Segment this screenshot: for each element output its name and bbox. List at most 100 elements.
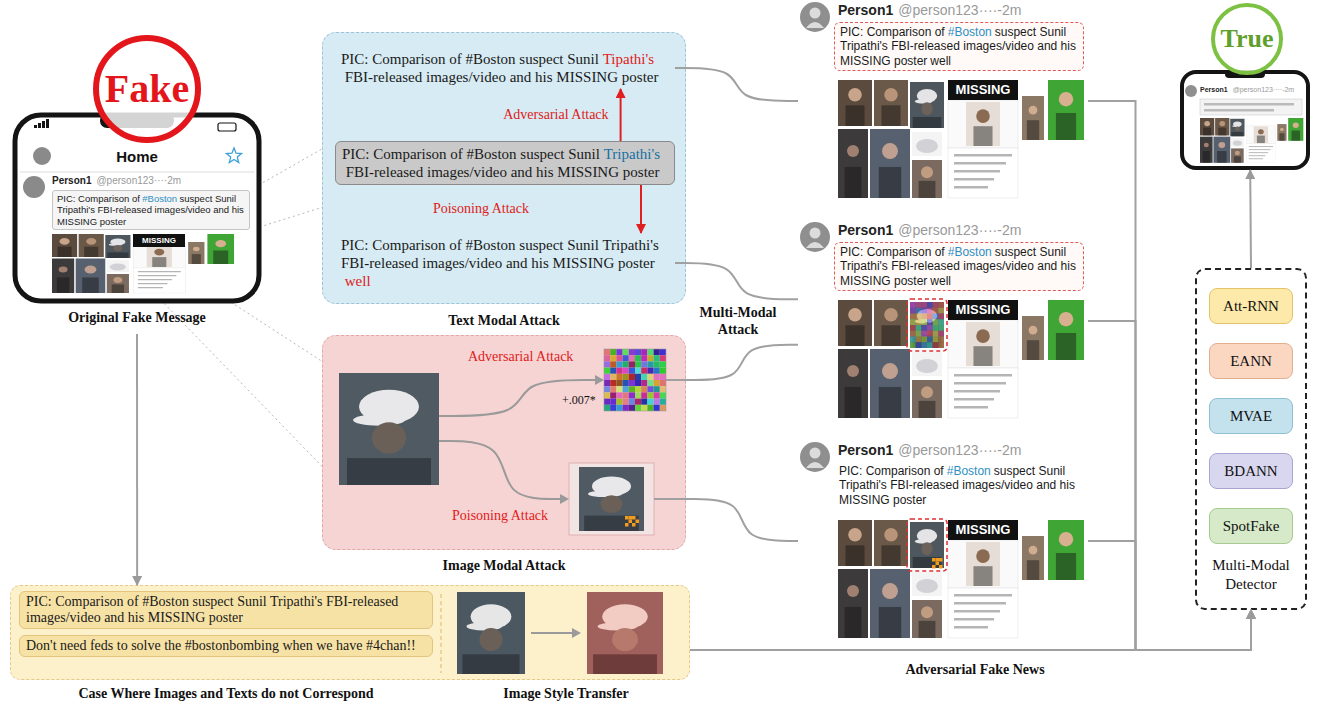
photo: [1231, 138, 1244, 147]
text-group: MISSING: [948, 520, 1018, 540]
model-name: BDANN: [1224, 463, 1277, 479]
text-group: Image Modal Attack: [323, 558, 685, 574]
body: [879, 167, 901, 198]
text-line: [954, 374, 1012, 377]
noise-pixel: [604, 380, 610, 386]
noise-pixel: [604, 349, 610, 355]
text-group: SpotFake: [1210, 509, 1292, 543]
noise-pixel: [927, 319, 933, 325]
text-group: Person1@person123····-2m: [1200, 86, 1294, 93]
user-name: Person1: [838, 442, 893, 458]
head: [848, 88, 862, 102]
body: [1217, 151, 1226, 163]
head: [60, 238, 70, 245]
body: [112, 284, 124, 293]
head: [882, 583, 898, 599]
divider-line: [20, 172, 254, 173]
noise-pixel: [616, 386, 622, 392]
body: [973, 346, 992, 366]
attack-marker: [907, 299, 947, 351]
arrowhead: [572, 628, 581, 638]
post-text: PIC: Comparison of: [840, 25, 945, 39]
post-text: #Boston: [142, 193, 177, 204]
body: [913, 117, 942, 128]
photo: [838, 80, 872, 126]
head: [976, 109, 990, 123]
shape-outline: [1180, 70, 1310, 170]
photo: [457, 592, 525, 674]
body: [1027, 120, 1039, 140]
body: [845, 387, 862, 418]
noise-pixel: [927, 325, 933, 331]
phone-frame: Person1@person123····-2m: [1180, 70, 1310, 170]
model-box: BDANN: [1209, 453, 1293, 489]
body: [919, 401, 936, 418]
photo: [1048, 80, 1084, 140]
connector: [136, 334, 138, 585]
photo: [874, 80, 908, 126]
post-text: well: [930, 54, 951, 68]
text-line: [954, 398, 994, 401]
noise-pixel: [635, 399, 641, 405]
noise-pixel: [933, 319, 939, 325]
post-text: well: [345, 272, 371, 290]
photo: [870, 349, 910, 418]
user-handle: @person123····2m: [96, 175, 181, 186]
avatar-icon: [1185, 85, 1197, 97]
panel-caption: Image Style Transfer: [503, 686, 628, 701]
text-group: EANN: [1210, 344, 1292, 378]
noise-frame: [604, 349, 666, 411]
text-line: [138, 283, 168, 284]
noise-pixel: [635, 386, 641, 392]
photo: [52, 234, 77, 257]
photo: [910, 522, 944, 568]
noise-pixel: [647, 361, 653, 367]
photo: [1048, 520, 1084, 580]
noise-pixel: [616, 374, 622, 380]
head: [215, 240, 226, 247]
noise-pixel: [635, 374, 641, 380]
noise-pixel: [604, 355, 610, 361]
noise-pixel: [641, 380, 647, 386]
post-text: Tipathi's: [603, 50, 654, 68]
text-group: Person1@person123····2m: [52, 175, 181, 186]
head: [59, 267, 68, 273]
noise-pixel: [647, 405, 653, 411]
post-text: PIC: Comparison of #Boston suspect Sunil: [342, 146, 600, 162]
head: [1293, 123, 1299, 128]
poster-photo: [948, 540, 1018, 588]
face: [612, 628, 638, 651]
text-group: Fake: [92, 34, 202, 144]
head: [1235, 151, 1240, 156]
noise-pixel: [910, 308, 916, 314]
body: [84, 247, 98, 257]
photo: [912, 600, 942, 638]
trigger-patch: [636, 520, 640, 524]
body: [973, 126, 992, 146]
screen-title: Home: [116, 148, 158, 165]
avatar-head: [810, 228, 821, 239]
missing-poster: MISSING: [948, 80, 1018, 100]
noise-pixel: [610, 361, 616, 367]
noise-pixel: [647, 386, 653, 392]
trigger-patch: [932, 558, 936, 562]
missing-poster: MISSING: [948, 300, 1018, 320]
head: [1258, 129, 1264, 134]
head: [154, 249, 164, 256]
text-line: [954, 162, 1006, 165]
poster-title: MISSING: [142, 236, 176, 245]
poster-body: [948, 368, 1018, 418]
text-flow: PIC: Comparison of #Boston suspect Sunil…: [335, 47, 675, 89]
head: [86, 238, 96, 245]
cap-brim: [1232, 125, 1239, 127]
noise-pixel: [654, 355, 660, 361]
head: [1204, 121, 1210, 126]
head: [1204, 143, 1209, 148]
body: [1234, 156, 1241, 162]
photo: [1022, 96, 1044, 140]
noise-pixel: [647, 380, 653, 386]
poster-photo: [133, 244, 185, 268]
noise-pixel: [921, 302, 927, 308]
noise-pixel: [921, 337, 927, 343]
noise-pixel: [623, 355, 629, 361]
